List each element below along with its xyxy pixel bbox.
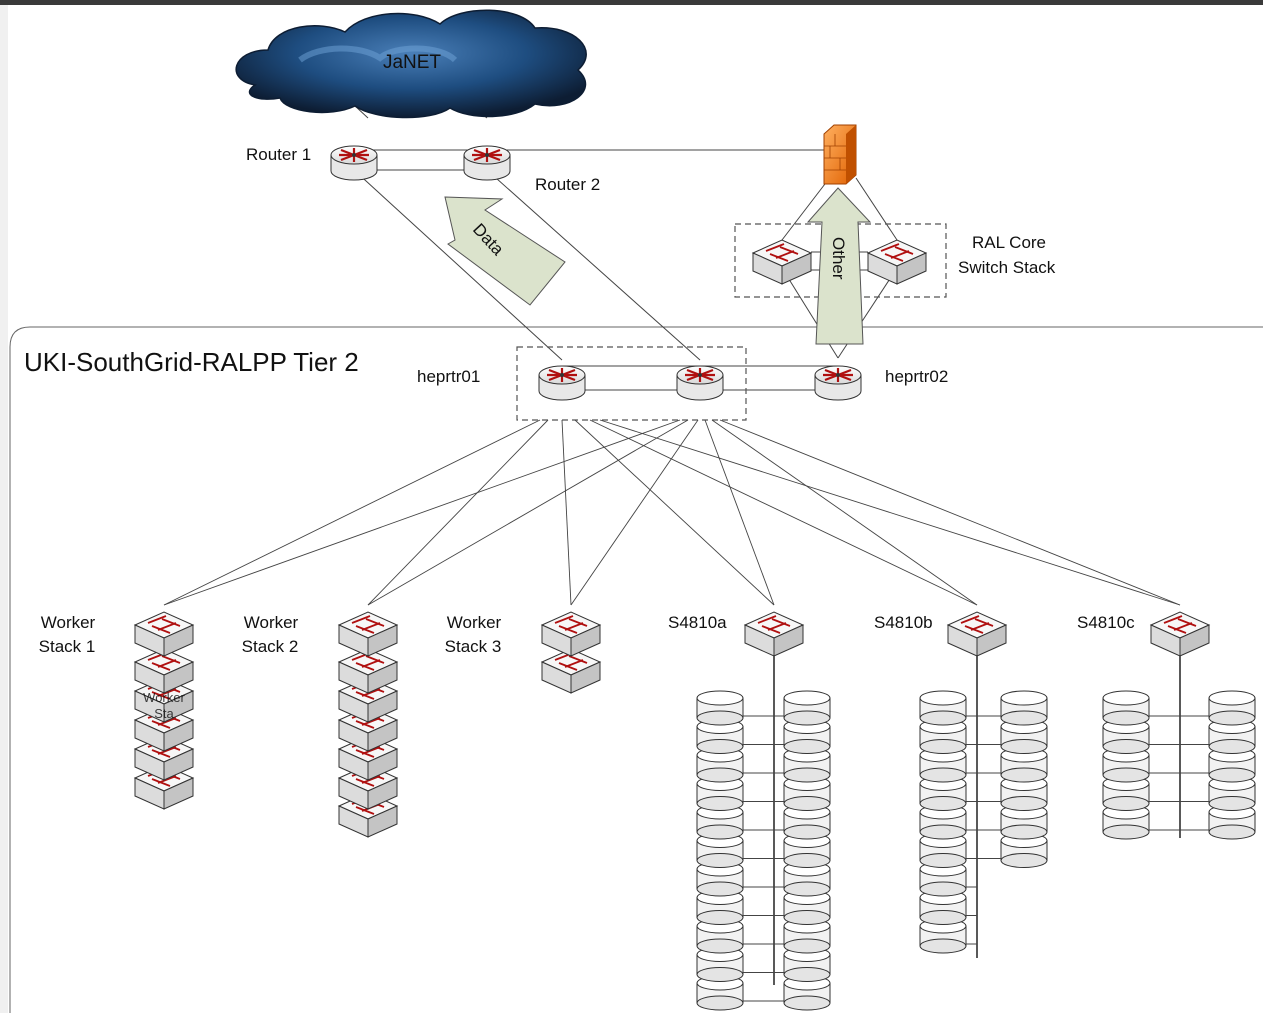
worker-stack-1-overlay-line1: Worker <box>143 690 185 705</box>
other-arrow: Other <box>806 187 872 345</box>
storage-disk-icon <box>1102 690 1150 726</box>
data-arrow: Data <box>444 196 566 306</box>
worker-stack-2-label-line1: Worker <box>244 613 299 632</box>
janet-cloud: JaNET <box>235 9 587 119</box>
upper-links <box>353 104 898 391</box>
router-2-label: Router 2 <box>535 175 600 194</box>
worker-stack-2-label-line2: Stack 2 <box>242 637 299 656</box>
heprtr01-b-icon <box>675 364 725 402</box>
router-2-icon <box>462 144 512 182</box>
s4810a-label: S4810a <box>668 613 727 632</box>
core-switch-2-icon <box>867 239 927 285</box>
s4810a-switch-icon <box>744 611 804 657</box>
s4810c-label: S4810c <box>1077 613 1135 632</box>
firewall-icon <box>823 124 857 185</box>
router-1-label: Router 1 <box>246 145 311 164</box>
storage-disk-arrays <box>696 690 1256 1011</box>
storage-disk-icon <box>1000 690 1048 726</box>
worker-stack-1-label-line1: Worker <box>41 613 96 632</box>
storage-disk-icon <box>1208 690 1256 726</box>
core-label-line2: Switch Stack <box>958 258 1056 277</box>
heprtr01-label: heprtr01 <box>417 367 480 386</box>
s4810c-switch-icon <box>1150 611 1210 657</box>
worker-stack-1-label-line2: Stack 1 <box>39 637 96 656</box>
worker-stack-3-label-line1: Worker <box>447 613 502 632</box>
window-left-margin <box>0 5 8 1013</box>
s4810b-switch-icon <box>947 611 1007 657</box>
fanout-links <box>163 419 1181 606</box>
core-label-line1: RAL Core <box>972 233 1046 252</box>
heprtr02-label: heprtr02 <box>885 367 948 386</box>
worker-stack-1-overlay-line2: Sta <box>154 706 174 721</box>
heprtr01-group-box <box>516 346 747 421</box>
worker-stack-3 <box>541 611 601 694</box>
other-arrow-label: Other <box>829 237 848 280</box>
tier2-title: UKI-SouthGrid-RALPP Tier 2 <box>24 347 359 377</box>
core-switch-1-icon <box>752 239 812 285</box>
storage-disk-icon <box>783 690 831 726</box>
storage-disk-icon <box>919 690 967 726</box>
router-1-icon <box>329 144 379 182</box>
heprtr01-a-icon <box>537 364 587 402</box>
cloud-label: JaNET <box>383 52 441 73</box>
worker-stack-2 <box>338 611 398 838</box>
window-top-bar <box>0 0 1263 5</box>
tier2-boundary <box>9 326 1263 1013</box>
heprtr02-icon <box>813 364 863 402</box>
s4810b-label: S4810b <box>874 613 933 632</box>
worker-stack-3-label-line2: Stack 3 <box>445 637 502 656</box>
worker-stack-1: Worker Sta <box>134 611 194 810</box>
storage-disk-icon <box>696 690 744 726</box>
